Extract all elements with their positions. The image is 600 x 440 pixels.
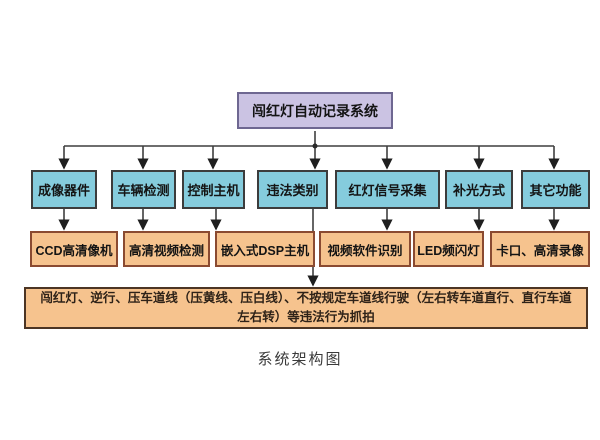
category-node-control-host: 控制主机 <box>182 170 245 209</box>
impl-node-embedded-dsp-host: 嵌入式DSP主机 <box>215 231 315 267</box>
impl-node-ccd-camera: CCD高清像机 <box>30 231 118 267</box>
category-node-fill-light: 补光方式 <box>445 170 513 209</box>
violation-capture-note: 闯红灯、逆行、压车道线（压黄线、压白线）、不按规定车道线行驶（左右转车道直行、直… <box>24 287 588 329</box>
root-node: 闯红灯自动记录系统 <box>237 92 393 129</box>
category-node-vehicle-detection: 车辆检测 <box>111 170 176 209</box>
category-node-violation-type: 违法类别 <box>257 170 328 209</box>
category-node-red-light-signal: 红灯信号采集 <box>335 170 440 209</box>
impl-node-led-strobe: LED频闪灯 <box>413 231 484 267</box>
impl-node-checkpoint-hd-recording: 卡口、高清录像 <box>490 231 590 267</box>
category-node-imaging: 成像器件 <box>31 170 97 209</box>
impl-node-video-software-recognition: 视频软件识别 <box>319 231 411 267</box>
impl-node-hd-video-detection: 高清视频检测 <box>123 231 210 267</box>
category-node-other-functions: 其它功能 <box>521 170 590 209</box>
diagram-caption: 系统架构图 <box>257 351 343 368</box>
